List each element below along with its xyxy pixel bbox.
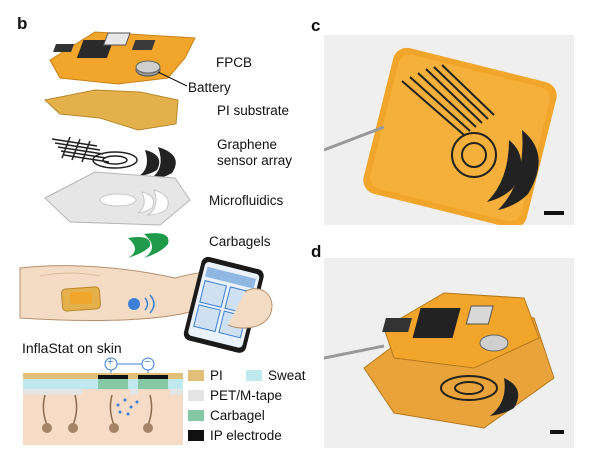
legend-swatch-pet-tape: [188, 390, 204, 401]
photo-assembled-device: [324, 258, 574, 448]
legend-swatch-pi: [188, 370, 204, 381]
scale-bar-d: [550, 430, 564, 434]
legend-label-pet-tape: PET/M-tape: [210, 388, 283, 403]
label-fpcb: FPCB: [216, 55, 253, 70]
label-sensor-array: sensor array: [217, 153, 293, 168]
legend-carbagel: Carbagel: [188, 408, 265, 423]
legend-sweat: Sweat: [246, 368, 306, 383]
legend-pet-tape: PET/M-tape: [188, 388, 282, 403]
label-inflastat-on-skin: InflaStat on skin: [22, 340, 122, 356]
plus-symbol: +: [107, 356, 114, 368]
legend-swatch-carbagel: [188, 410, 204, 421]
legend-swatch-ip-electrode: [188, 430, 204, 441]
panel-label-d: d: [311, 242, 322, 261]
minus-symbol: −: [144, 356, 151, 368]
label-pi-substrate: PI substrate: [217, 103, 290, 118]
label-carbagels: Carbagels: [209, 234, 271, 249]
label-microfluidics: Microfluidics: [209, 193, 284, 208]
legend-swatch-sweat: [246, 370, 262, 381]
panel-label-b: b: [17, 14, 28, 33]
legend-label-pi: PI: [210, 368, 223, 383]
label-battery: Battery: [188, 80, 231, 95]
scale-bar-c: [544, 211, 564, 215]
panel-label-c: c: [311, 16, 321, 35]
legend-pi: PI: [188, 368, 223, 383]
photo-sensor-patch: [324, 35, 574, 225]
legend-label-ip-electrode: IP electrode: [210, 428, 282, 443]
legend-label-sweat: Sweat: [268, 368, 306, 383]
legend-ip-electrode: IP electrode: [188, 428, 282, 443]
label-graphene: Graphene: [217, 137, 278, 152]
legend-label-carbagel: Carbagel: [210, 408, 265, 423]
